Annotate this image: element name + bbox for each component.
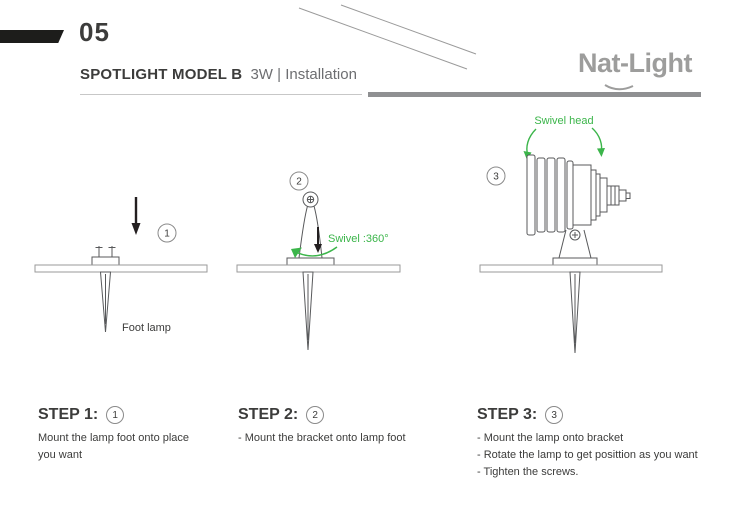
- header-diagonal-lines: [298, 4, 477, 70]
- title-sub: 3W | Installation: [250, 66, 357, 83]
- step1-instructions: STEP 1: 1 Mount the lamp foot onto place…: [38, 406, 238, 464]
- ground-spike-1: [99, 271, 112, 333]
- instruction-line: - Rotate the lamp to get posittion as yo…: [477, 449, 698, 462]
- step3-body: - Mount the lamp onto bracket - Rotate t…: [477, 430, 733, 481]
- title-underline: [80, 94, 362, 95]
- mount-surface-3: [479, 264, 663, 273]
- badge-number: 1: [112, 409, 118, 421]
- title-main: SPOTLIGHT MODEL B: [80, 66, 243, 83]
- instruction-line: - Mount the lamp onto bracket: [477, 432, 624, 444]
- instruction-line: you want: [38, 449, 83, 462]
- step2-heading: STEP 2:: [238, 406, 299, 423]
- header-black-bar: [0, 30, 64, 43]
- step1-diagram-badge-number: 1: [164, 229, 170, 240]
- step3-heading: STEP 3:: [477, 406, 538, 423]
- step1-heading-row: STEP 1: 1: [38, 406, 238, 424]
- swivel-360-arc-icon: [291, 246, 338, 258]
- step3-diagram-badge: 3: [486, 166, 506, 186]
- step3-heading-row: STEP 3: 3: [477, 406, 733, 424]
- step2-heading-row: STEP 2: 2: [238, 406, 458, 424]
- page-title: SPOTLIGHT MODEL B 3W | Installation: [80, 66, 357, 83]
- lamp-foot-graphic: [91, 246, 120, 266]
- press-down-arrow-icon: [131, 197, 141, 235]
- step1-heading: STEP 1:: [38, 406, 99, 423]
- step2-press-arrow-icon: [314, 227, 322, 253]
- logo-accent-icon: [604, 84, 634, 91]
- spotlight-lamp-graphic: [526, 154, 631, 236]
- step2-body: - Mount the bracket onto lamp foot: [238, 430, 458, 447]
- step3-instructions: STEP 3: 3 - Mount the lamp onto bracket …: [477, 406, 733, 481]
- badge-number: 3: [551, 409, 557, 421]
- instruction-line: - Mount the bracket onto lamp foot: [238, 432, 406, 444]
- step3-diagram-badge-number: 3: [493, 172, 499, 183]
- step2-diagram: 2 Swivel :360°: [236, 171, 401, 351]
- instruction-line: Mount the lamp foot onto place: [38, 432, 190, 444]
- brand-logo: Nat-Light: [578, 48, 692, 78]
- step1-heading-badge: 1: [106, 406, 125, 424]
- step2-diagram-badge-number: 2: [296, 177, 302, 188]
- ground-spike-2: [302, 271, 314, 351]
- step3-diagram: 3 Swivel head: [479, 115, 663, 354]
- swivel-360-label: Swivel :360°: [328, 233, 389, 245]
- swivel-head-arrows-icon: [523, 127, 605, 160]
- mount-surface-2: [236, 264, 401, 273]
- ground-spike-3: [569, 271, 581, 354]
- foot-lamp-label: Foot lamp: [122, 322, 171, 334]
- header-rule-bar: [368, 92, 701, 97]
- step3-heading-badge: 3: [545, 406, 564, 424]
- step3-bracket-graphic: [552, 229, 598, 266]
- instruction-line: - Tighten the screws.: [477, 466, 579, 479]
- badge-number: 2: [312, 409, 318, 421]
- step1-diagram-badge: 1: [157, 223, 177, 243]
- swivel-head-label: Swivel head: [534, 115, 593, 127]
- step2-instructions: STEP 2: 2 - Mount the bracket onto lamp …: [238, 406, 458, 447]
- step1-body: Mount the lamp foot onto place you want: [38, 430, 238, 464]
- page-number: 05: [79, 17, 110, 47]
- step1-diagram: 1 Foot lamp: [34, 197, 208, 334]
- step2-diagram-badge: 2: [289, 171, 309, 191]
- mount-surface-1: [34, 264, 208, 273]
- step2-heading-badge: 2: [306, 406, 325, 424]
